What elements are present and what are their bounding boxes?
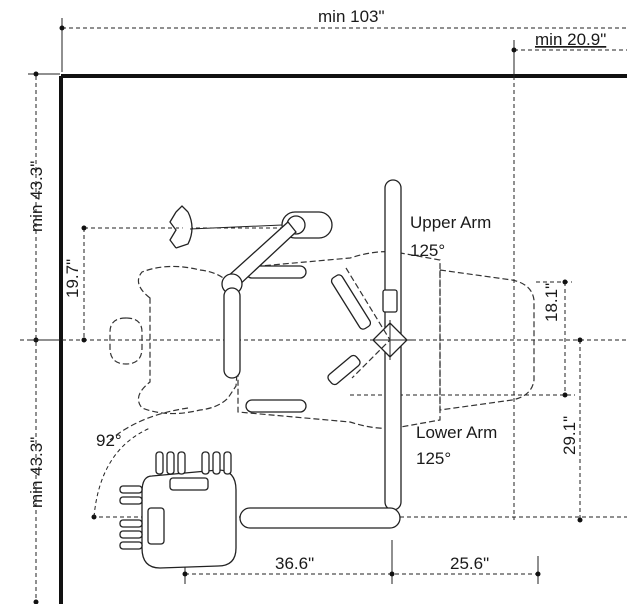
dimension-label-right-lower: 29.1" — [560, 416, 579, 455]
lower-arm-angle: 125° — [416, 449, 451, 468]
chair-headrest — [109, 317, 143, 365]
left-dimension-lines — [28, 71, 60, 604]
chair-armrest-lower — [245, 399, 307, 413]
upper-arm-angle: 125° — [410, 241, 445, 260]
dimension-label-bottom-right: 25.6" — [450, 554, 489, 573]
delivery-arm — [239, 507, 401, 529]
dimension-label-headrest-offset: 19.7" — [63, 259, 82, 298]
chair-swing-arc — [109, 407, 189, 441]
dimension-label-bottom-left: 36.6" — [275, 554, 314, 573]
room-walls — [59, 74, 627, 604]
delivery-unit — [93, 427, 401, 569]
upper-arm-swing — [345, 267, 391, 379]
dimension-label-top-overall: min 103" — [318, 7, 385, 26]
arm-pivot — [327, 267, 412, 386]
delivery-instruments-top — [155, 451, 232, 475]
top-dimension-lines — [59, 18, 627, 520]
dimension-label-left-lower: min 43.3" — [27, 437, 46, 508]
light-arm-drop — [223, 287, 241, 379]
dimension-label-left-upper: min 43.3" — [27, 161, 46, 232]
lower-arm-label: Lower Arm — [416, 423, 497, 442]
patient-chair — [109, 251, 535, 441]
dimension-label-top-right: min 20.9" — [535, 30, 606, 49]
delivery-tray-side — [147, 507, 165, 545]
delivery-instruments-left — [119, 485, 143, 550]
dimension-label-right-upper: 18.1" — [542, 283, 561, 322]
upper-arm-bar — [330, 274, 372, 330]
delivery-swing-arc — [93, 427, 151, 518]
light-head — [169, 205, 193, 249]
chair-legrest — [439, 269, 535, 411]
delivery-tray — [169, 477, 209, 491]
chair-seat — [237, 251, 441, 429]
delivery-swing-angle: 92° — [96, 431, 122, 450]
upper-arm-label: Upper Arm — [410, 213, 491, 232]
lower-arm-bar — [327, 354, 361, 386]
delivery-console — [141, 469, 237, 569]
